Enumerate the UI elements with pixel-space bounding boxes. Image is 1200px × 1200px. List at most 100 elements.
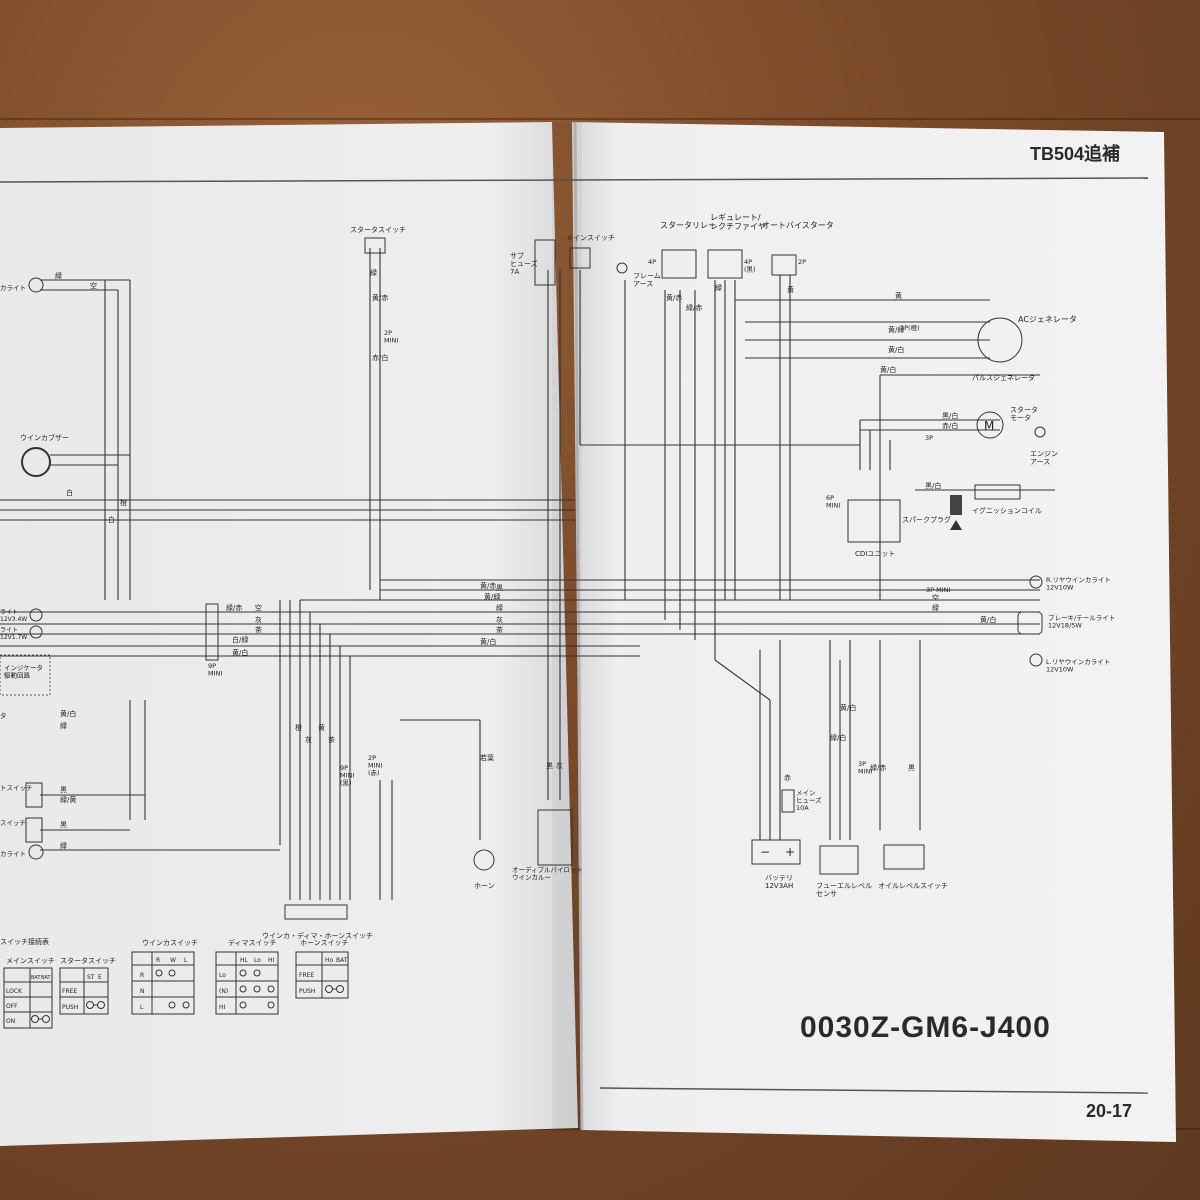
switch-table-horn: ホーンスイッチ Ho BAT FREE PUSH bbox=[295, 939, 349, 999]
pulse-generator-label: パルスジェネレータ bbox=[972, 373, 1035, 382]
svg-text:空: 空 bbox=[255, 603, 262, 612]
svg-text:フューエルレベルセンサ: フューエルレベルセンサ bbox=[816, 882, 872, 898]
switch-table-dimmer: ディマスイッチ HL Lo HI Lo (N) HI bbox=[215, 938, 279, 1015]
svg-text:黄/緑: 黄/緑 bbox=[484, 592, 500, 601]
svg-text:R: R bbox=[140, 972, 144, 979]
svg-text:FREE: FREE bbox=[62, 988, 77, 995]
svg-text:黒/白: 黒/白 bbox=[942, 411, 958, 420]
svg-text:FREE: FREE bbox=[299, 972, 314, 979]
svg-text:茶: 茶 bbox=[328, 735, 335, 744]
svg-text:ホーンスイッチ: ホーンスイッチ bbox=[300, 939, 349, 947]
switch-tables: スイッチ接続表 メインスイッチ BAT BAT LOCK OFF ON スタータ… bbox=[0, 937, 349, 1029]
svg-text:2P(橙): 2P(橙) bbox=[900, 323, 920, 332]
svg-text:緑: 緑 bbox=[60, 721, 67, 730]
svg-text:白: 白 bbox=[108, 515, 115, 524]
svg-text:オートバイスタータ: オートバイスタータ bbox=[762, 221, 834, 230]
svg-text:トスイッチ: トスイッチ bbox=[0, 784, 33, 792]
svg-text:スパークプラグ: スパークプラグ bbox=[902, 515, 951, 524]
switch-table-starter: スタータスイッチ ST E FREE PUSH bbox=[59, 956, 116, 1015]
frame-ground: フレームアース bbox=[616, 262, 661, 288]
svg-text:緑: 緑 bbox=[496, 603, 503, 612]
connector-9p-mini bbox=[205, 603, 219, 661]
svg-text:黄/赤: 黄/赤 bbox=[666, 293, 682, 302]
switch-table-main: メインスイッチ BAT BAT LOCK OFF ON bbox=[3, 957, 55, 1029]
right-page bbox=[572, 122, 1176, 1142]
svg-text:OFF: OFF bbox=[6, 1003, 18, 1010]
spine bbox=[573, 121, 584, 1131]
auto-bystarter: オートバイスタータ bbox=[762, 221, 834, 276]
svg-text:ウインカ・ディマ・ホーンスイッチ: ウインカ・ディマ・ホーンスイッチ bbox=[262, 931, 373, 940]
svg-text:緑: 緑 bbox=[715, 283, 722, 292]
svg-text:空: 空 bbox=[90, 281, 97, 290]
svg-text:黒: 黒 bbox=[60, 786, 67, 794]
starter-motor: M スタータモータ bbox=[976, 405, 1038, 439]
switch-table-winker: ウインカスイッチ R W L R N L bbox=[131, 939, 198, 1015]
svg-text:レギュレート/レクチファイヤ: レギュレート/レクチファイヤ bbox=[710, 213, 766, 231]
svg-text:茶: 茶 bbox=[255, 625, 262, 634]
svg-text:2P: 2P bbox=[798, 258, 806, 266]
svg-text:黄/白: 黄/白 bbox=[840, 703, 856, 712]
svg-text:スイッチ: スイッチ bbox=[0, 819, 26, 827]
svg-text:橙: 橙 bbox=[120, 498, 127, 507]
svg-text:L: L bbox=[184, 957, 188, 964]
svg-text:カライト: カライト bbox=[0, 850, 26, 858]
svg-text:BAT: BAT bbox=[41, 975, 51, 981]
svg-text:黒: 黒 bbox=[546, 762, 553, 770]
svg-text:黄/赤: 黄/赤 bbox=[480, 581, 496, 590]
svg-text:黄/白: 黄/白 bbox=[480, 637, 496, 646]
svg-text:オーディブルパイロットウインカルー: オーディブルパイロットウインカルー bbox=[512, 865, 583, 882]
oil-level-switch: オイルレベルスイッチ bbox=[878, 844, 948, 890]
spark-plug: スパークプラグ bbox=[902, 495, 962, 530]
svg-text:赤/白: 赤/白 bbox=[942, 421, 958, 430]
svg-text:E: E bbox=[98, 974, 102, 981]
svg-text:(N): (N) bbox=[219, 988, 228, 995]
svg-text:ACジェネレータ: ACジェネレータ bbox=[1018, 315, 1077, 324]
svg-text:L: L bbox=[140, 1004, 144, 1011]
svg-text:黒/白: 黒/白 bbox=[925, 481, 941, 490]
winker-dimmer-horn-switch: ウインカ・ディマ・ホーンスイッチ bbox=[262, 904, 373, 940]
svg-text:緑/黄: 緑/黄 bbox=[60, 795, 76, 804]
regulator-rectifier: レギュレート/レクチファイヤ bbox=[707, 213, 766, 279]
svg-text:緑/白: 緑/白 bbox=[830, 733, 846, 742]
svg-text:黒: 黒 bbox=[60, 821, 67, 829]
svg-text:+: + bbox=[785, 845, 795, 859]
svg-text:空: 空 bbox=[932, 593, 939, 602]
svg-text:スタータモータ: スタータモータ bbox=[1010, 405, 1038, 422]
footer-rule bbox=[599, 1087, 1149, 1094]
svg-text:HI: HI bbox=[268, 957, 275, 964]
svg-text:タ: タ bbox=[0, 711, 7, 720]
fuel-level-sensor: フューエルレベルセンサ bbox=[816, 845, 872, 898]
harness-bundle bbox=[0, 248, 1055, 900]
svg-text:緑: 緑 bbox=[55, 271, 62, 280]
svg-text:緑: 緑 bbox=[932, 603, 939, 612]
svg-text:黄/白: 黄/白 bbox=[232, 648, 248, 657]
svg-text:ST: ST bbox=[87, 974, 95, 981]
svg-text:緑/赤: 緑/赤 bbox=[226, 603, 242, 612]
svg-text:N: N bbox=[140, 988, 145, 995]
svg-text:黄/赤: 黄/赤 bbox=[372, 293, 388, 302]
svg-text:緑: 緑 bbox=[60, 841, 67, 850]
svg-text:黒: 黒 bbox=[908, 764, 915, 772]
svg-text:4P(黒): 4P(黒) bbox=[744, 258, 756, 274]
svg-text:スタータリレー: スタータリレー bbox=[660, 221, 716, 230]
svg-text:イグニッションコイル: イグニッションコイル bbox=[972, 506, 1042, 515]
header-rule bbox=[0, 177, 1149, 183]
